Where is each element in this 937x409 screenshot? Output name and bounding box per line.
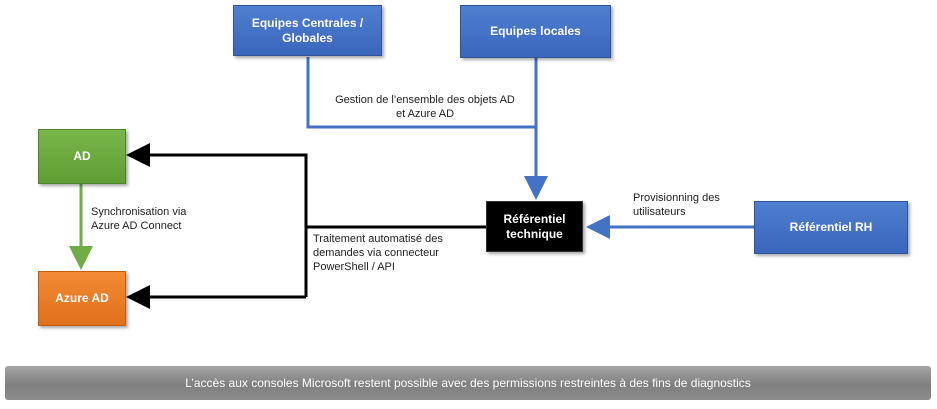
provisionning-label: Provisionning des utilisateurs (633, 192, 720, 218)
ad-label: AD (73, 149, 91, 163)
gestion-label: Gestion de l’ensemble des objets AD et A… (335, 94, 515, 120)
gestion-connector (306, 57, 536, 129)
referentiel-technique-label: Référentiel technique (503, 211, 566, 241)
referentiel-technique-box: Référentiel technique (486, 201, 583, 252)
footer-banner: L’accès aux consoles Microsoft restent p… (5, 366, 931, 400)
referentiel-rh-box: Référentiel RH (754, 201, 908, 254)
footer-text: L’accès aux consoles Microsoft restent p… (185, 376, 751, 390)
equipes-centrales-label: Equipes Centrales / Globales (251, 15, 364, 45)
traitement-label: Traitement automatisé des demandes via c… (313, 233, 443, 273)
ad-box: AD (38, 129, 126, 184)
equipes-centrales-box: Equipes Centrales / Globales (233, 5, 382, 56)
equipes-locales-label: Equipes locales (490, 24, 581, 38)
referentiel-rh-label: Référentiel RH (789, 220, 873, 234)
azure-ad-label: Azure AD (55, 291, 109, 305)
to-ad-arrow (126, 143, 308, 297)
azure-ad-box: Azure AD (38, 271, 126, 326)
synchronisation-label: Synchronisation via Azure AD Connect (91, 206, 187, 232)
equipes-locales-box: Equipes locales (460, 5, 611, 58)
